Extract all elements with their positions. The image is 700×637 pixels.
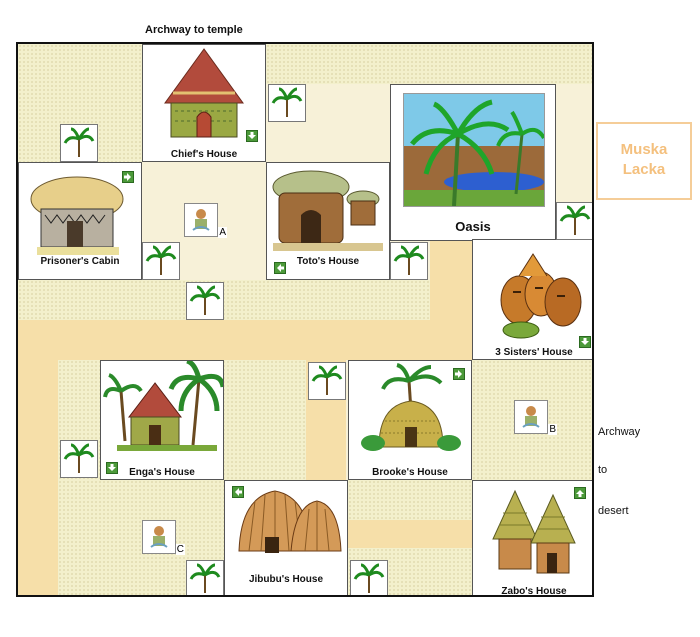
palm-tree-icon	[186, 560, 224, 595]
palm-tree-icon	[350, 560, 388, 595]
thatched-hut-illustration	[30, 176, 124, 255]
palm-tree-icon	[556, 202, 592, 240]
marker-c-label: C	[175, 544, 185, 555]
three-sisters-house-label: 3 Sisters' House	[495, 347, 573, 358]
village-map: Chief's House Prisoner's Cabin Toto's Ho…	[16, 42, 594, 597]
chiefs-house-label: Chief's House	[170, 149, 238, 160]
hut-with-palms-illustration	[103, 361, 223, 451]
straw-huts-illustration	[238, 490, 342, 553]
three-masks-illustration	[500, 253, 582, 339]
road	[430, 239, 472, 359]
muska-lacka-box[interactable]: Muska Lacka	[596, 122, 692, 200]
mud-hut-illustration	[272, 170, 383, 251]
arrow-right-icon[interactable]	[122, 171, 134, 183]
prisoners-cabin-label: Prisoner's Cabin	[40, 256, 120, 267]
character-marker-icon	[522, 406, 540, 428]
character-marker-icon	[192, 209, 210, 231]
palm-tree-icon	[390, 242, 428, 280]
road	[18, 320, 58, 595]
arrow-left-icon[interactable]	[274, 262, 286, 274]
palm-tree-icon	[308, 362, 346, 400]
character-marker-icon	[150, 526, 168, 548]
archway-desert-to-label: to	[598, 464, 608, 476]
engas-house-label: Enga's House	[129, 467, 195, 478]
arrow-left-icon[interactable]	[232, 486, 244, 498]
marker-a-label: A	[218, 227, 227, 238]
road	[18, 320, 472, 360]
totos-house-label: Toto's House	[296, 256, 360, 267]
oasis-label: Oasis	[455, 219, 491, 234]
chiefs-house[interactable]: Chief's House	[142, 44, 266, 162]
oasis-illustration	[403, 93, 545, 207]
jibubus-house[interactable]: Jibubu's House	[224, 480, 348, 595]
character-marker-b[interactable]: B	[514, 400, 557, 435]
road	[348, 520, 472, 548]
prisoners-cabin[interactable]: Prisoner's Cabin	[18, 162, 142, 280]
palm-tree-icon	[268, 84, 306, 122]
engas-house[interactable]: Enga's House	[100, 360, 224, 480]
totos-house[interactable]: Toto's House	[266, 162, 390, 280]
zabos-house-label: Zabo's House	[501, 586, 567, 597]
domed-hut-illustration	[361, 363, 461, 451]
grass-plot	[18, 44, 142, 162]
grass-plot	[266, 44, 592, 84]
arrow-down-icon[interactable]	[579, 336, 591, 348]
archway-desert-desert-label: desert	[598, 505, 629, 517]
round-hut-illustration	[164, 48, 244, 138]
palm-tree-icon	[186, 282, 224, 320]
jibubus-house-label: Jibubu's House	[248, 574, 324, 585]
three-sisters-house[interactable]: 3 Sisters' House	[472, 239, 592, 360]
oasis[interactable]: Oasis	[390, 84, 556, 241]
muska-line2: Lacka	[622, 161, 666, 178]
arrow-up-icon[interactable]	[574, 487, 586, 499]
arrow-down-icon[interactable]	[106, 462, 118, 474]
twin-huts-illustration	[492, 489, 576, 574]
character-marker-c[interactable]: C	[142, 520, 185, 555]
brookes-house[interactable]: Brooke's House	[348, 360, 472, 480]
character-marker-a[interactable]: A	[184, 203, 227, 238]
palm-tree-icon	[60, 440, 98, 478]
grass-plot	[18, 280, 430, 320]
marker-b-label: B	[548, 424, 557, 435]
arrow-down-icon[interactable]	[246, 130, 258, 142]
arrow-right-icon[interactable]	[453, 368, 465, 380]
zabos-house[interactable]: Zabo's House	[472, 480, 592, 597]
archway-desert-label: Archway	[598, 426, 641, 438]
brookes-house-label: Brooke's House	[372, 467, 448, 478]
palm-tree-icon	[60, 124, 98, 162]
archway-temple-label: Archway to temple	[145, 24, 243, 36]
palm-tree-icon	[142, 242, 180, 280]
muska-line1: Muska	[620, 141, 668, 158]
